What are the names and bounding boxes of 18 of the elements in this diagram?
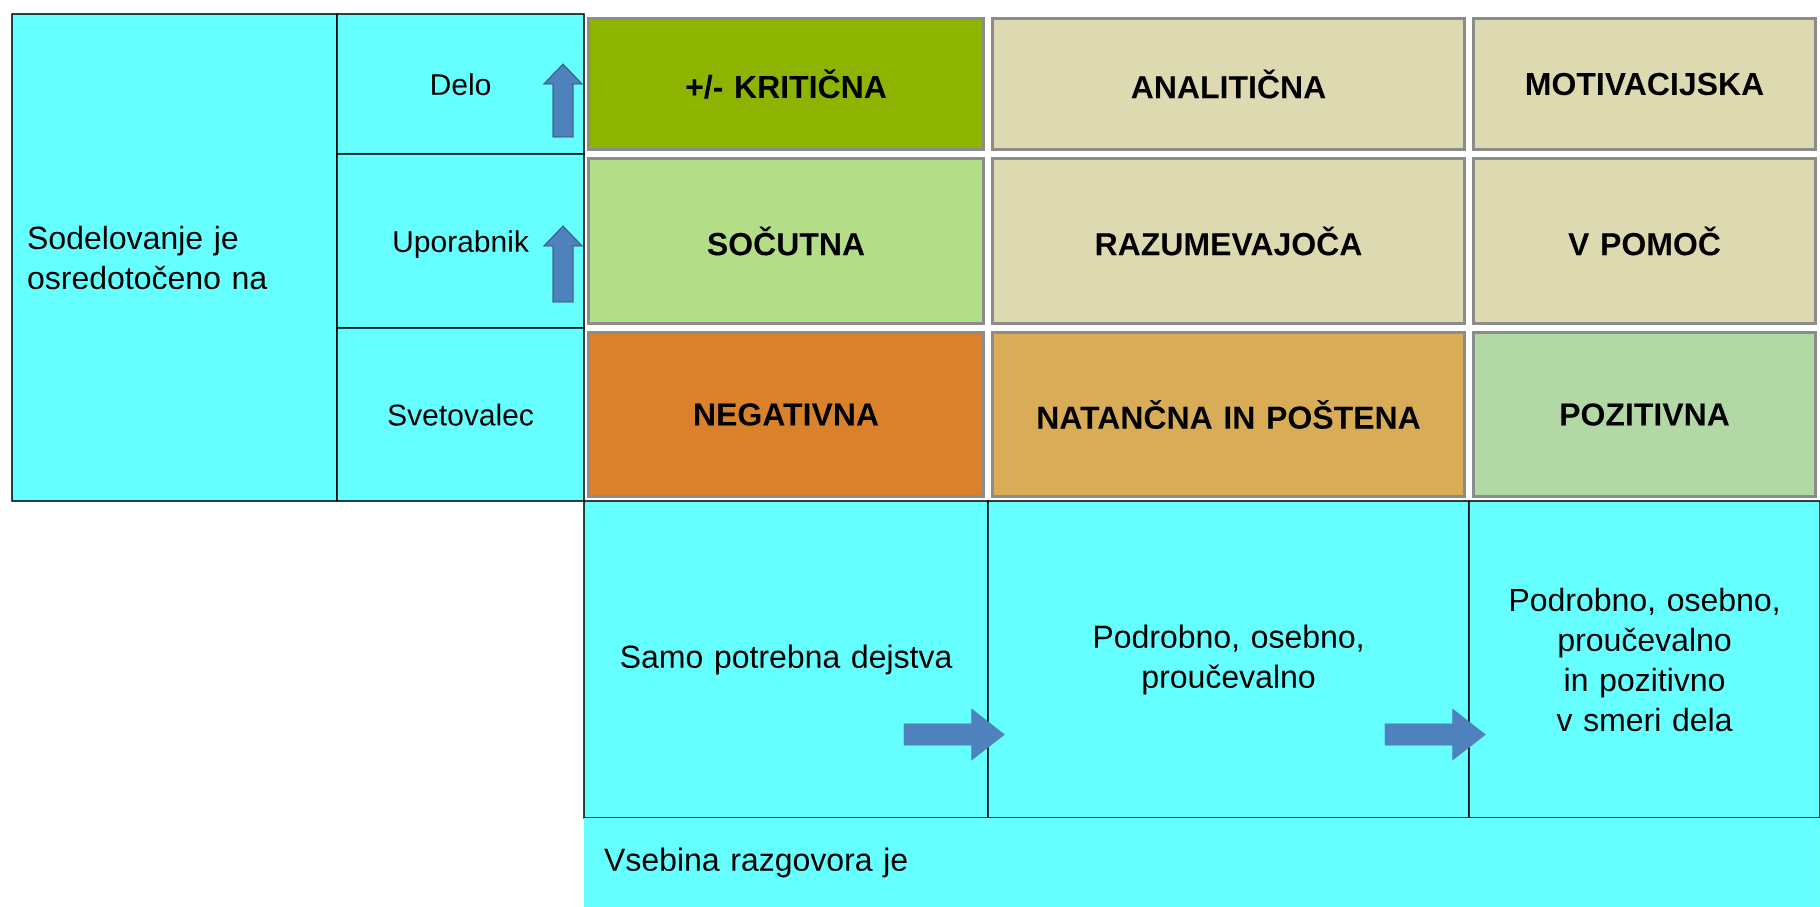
- content-cell: Podrobno, osebno, proučevalno in pozitivno v smeri dela: [1468, 500, 1820, 819]
- content-cell: Samo potrebna dejstva: [583, 500, 989, 819]
- bevelled-tile: RAZUMEVAJOČA: [991, 157, 1466, 325]
- bevelled-tile: NEGATIVNA: [587, 331, 985, 498]
- row-header-cell: Delo: [336, 13, 585, 155]
- bevelled-tile: V POMOČ: [1472, 157, 1817, 325]
- content-cell: Podrobno, osebno, proučevalno: [987, 500, 1470, 819]
- footer-cell: Vsebina razgovora je: [584, 818, 1820, 907]
- bevelled-tile: MOTIVACIJSKA: [1472, 17, 1817, 151]
- bevelled-tile: +/- KRITIČNA: [587, 17, 985, 151]
- bevelled-tile: ANALITIČNA: [991, 17, 1466, 151]
- row-header-cell: Svetovalec: [336, 327, 585, 502]
- node-label: Vsebina razgovora je: [604, 847, 907, 878]
- bevelled-tile: POZITIVNA: [1472, 331, 1817, 498]
- bevelled-tile: SOČUTNA: [587, 157, 985, 325]
- bevelled-tile: NATANČNA IN POŠTENA: [991, 331, 1466, 498]
- node-label: Podrobno, osebno, proučevalno in pozitivno v smeri dela: [1511, 587, 1778, 732]
- row-header-cell: Uporabnik: [336, 153, 585, 329]
